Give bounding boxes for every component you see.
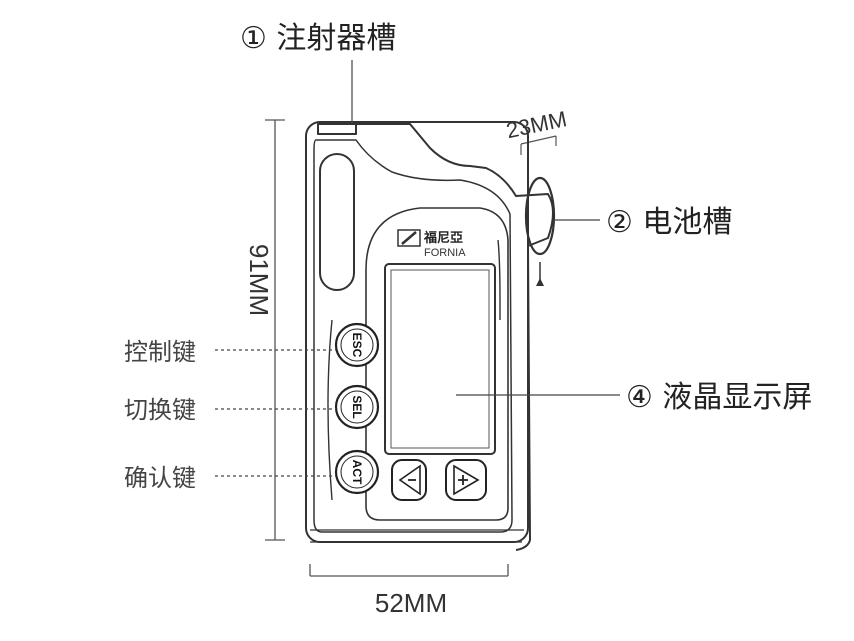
syringe-slot-cap xyxy=(317,123,357,135)
leader-lines xyxy=(215,60,620,477)
sel-button-label: SEL xyxy=(350,395,364,418)
syringe-slot-label: ① 注射器槽 xyxy=(240,21,396,56)
depth-label: 23MM xyxy=(504,106,569,143)
battery-slot-label: ② 电池槽 xyxy=(606,205,732,240)
brand-logo-mark xyxy=(397,229,421,247)
act-button-label: ACT xyxy=(350,460,364,485)
brand-latin: FORNIA xyxy=(424,247,466,259)
confirm-key-label: 确认键 xyxy=(124,464,196,492)
plus-button[interactable] xyxy=(445,459,487,501)
front-panel xyxy=(365,207,509,521)
act-button[interactable]: ACT xyxy=(334,449,380,495)
minus-button[interactable] xyxy=(391,459,427,501)
control-key-label: 控制键 xyxy=(124,338,196,366)
depth-dimension xyxy=(520,135,557,155)
esc-button-label: ESC xyxy=(350,333,364,358)
sel-button[interactable]: SEL xyxy=(334,384,380,430)
device-inner-contour xyxy=(313,139,513,533)
brand-logo: 福尼亞 FORNIA xyxy=(397,229,466,259)
lcd-screen xyxy=(384,263,496,455)
width-dimension xyxy=(309,564,509,577)
syringe-window xyxy=(319,153,355,291)
width-label: 52MM xyxy=(375,588,447,618)
device-top-housing xyxy=(356,123,554,551)
brand-chinese: 福尼亞 xyxy=(423,230,463,246)
height-label: 91MM xyxy=(244,244,274,316)
esc-button[interactable]: ESC xyxy=(334,322,380,368)
battery-slot xyxy=(524,176,556,256)
lcd-screen-inner xyxy=(390,269,490,449)
plus-icon xyxy=(458,475,468,485)
lcd-screen-label: ④ 液晶显示屏 xyxy=(626,380,812,415)
height-dimension xyxy=(265,119,285,541)
switch-key-label: 切换键 xyxy=(124,396,196,424)
